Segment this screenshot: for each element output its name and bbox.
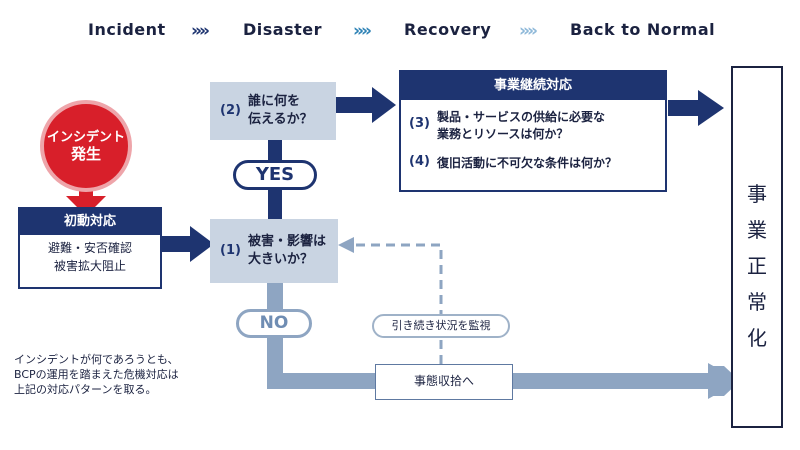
initial-response-title: 初動対応 bbox=[20, 209, 160, 235]
business-normalization-box: 事 業 正 常 化 bbox=[731, 66, 783, 428]
q2-to-bcp-shaft bbox=[334, 97, 376, 113]
question-4-number: (4) bbox=[409, 154, 430, 169]
chevron-icon: »» bbox=[191, 21, 210, 41]
monitor-loop-arrowhead bbox=[338, 237, 354, 253]
chevron-icon: »» bbox=[353, 21, 372, 41]
monitor-situation-label: 引き続き状況を監視 bbox=[372, 314, 510, 338]
settle-situation-box: 事態収拾へ bbox=[375, 364, 513, 400]
initial-to-q1-shaft bbox=[160, 236, 194, 252]
normalization-char: 業 bbox=[747, 218, 767, 242]
normalization-char: 化 bbox=[747, 326, 767, 350]
question-1-line-1: 被害・影響は bbox=[248, 234, 327, 249]
question-3-number: (3) bbox=[409, 116, 430, 131]
question-2-line-1: 誰に何を bbox=[248, 94, 301, 109]
bcp-to-normal-shaft bbox=[668, 100, 702, 116]
normalization-char: 事 bbox=[747, 182, 767, 206]
incident-occurrence-label: 発生 bbox=[70, 145, 101, 163]
incident-down-arrowhead bbox=[66, 196, 106, 216]
incident-label: インシデント bbox=[46, 130, 125, 145]
initial-response-box: 初動対応 避難・安否確認 被害拡大阻止 bbox=[18, 207, 162, 289]
phase-back-to-normal: Back to Normal bbox=[570, 20, 716, 39]
question-3-line-1: 製品・サービスの供給に必要な bbox=[437, 110, 606, 124]
footnote-line-2: BCPの運用を踏まえた危機対応は bbox=[14, 368, 179, 381]
footnote-line-3: 上記の対応パターンを取る。 bbox=[14, 383, 157, 396]
business-continuity-title: 事業継続対応 bbox=[401, 72, 665, 100]
normalization-char: 正 bbox=[747, 254, 767, 278]
question-4-text: 復旧活動に不可欠な条件は何か？ bbox=[437, 156, 618, 170]
question-2-line-2: 伝えるか？ bbox=[248, 112, 313, 127]
chevron-icon: »» bbox=[519, 21, 538, 41]
footnote: インシデントが何であろうとも、 BCPの運用を踏まえた危機対応は 上記の対応パタ… bbox=[14, 352, 179, 397]
phase-disaster: Disaster bbox=[243, 20, 322, 39]
question-1-number: (1) bbox=[220, 243, 241, 258]
monitor-loop-line bbox=[352, 243, 443, 364]
normalization-char: 常 bbox=[747, 290, 767, 314]
business-continuity-box: 事業継続対応 (3) 製品・サービスの供給に必要な 業務とリソースは何か？ (4… bbox=[399, 70, 667, 192]
incident-occurrence-circle: インシデント 発生 bbox=[40, 100, 132, 192]
question-2-box: (2) 誰に何を 伝えるか？ bbox=[210, 82, 336, 140]
initial-to-q1-arrowhead bbox=[190, 226, 214, 262]
q2-to-bcp-arrowhead bbox=[372, 87, 396, 123]
yes-label: YES bbox=[233, 160, 317, 190]
no-path-arrowhead-fill bbox=[708, 363, 740, 399]
initial-response-line-2: 被害拡大阻止 bbox=[53, 259, 126, 273]
question-1-line-2: 大きいか？ bbox=[248, 252, 314, 267]
phase-recovery: Recovery bbox=[404, 20, 492, 39]
question-2-number: (2) bbox=[220, 103, 241, 118]
initial-response-line-1: 避難・安否確認 bbox=[47, 241, 132, 255]
phase-incident: Incident bbox=[88, 20, 166, 39]
question-1-box: (1) 被害・影響は 大きいか？ bbox=[210, 219, 338, 283]
footnote-line-1: インシデントが何であろうとも、 bbox=[14, 353, 179, 366]
bcp-to-normal-arrowhead bbox=[698, 90, 724, 126]
question-3-line-2: 業務とリソースは何か？ bbox=[437, 127, 569, 141]
no-label: NO bbox=[236, 309, 312, 338]
